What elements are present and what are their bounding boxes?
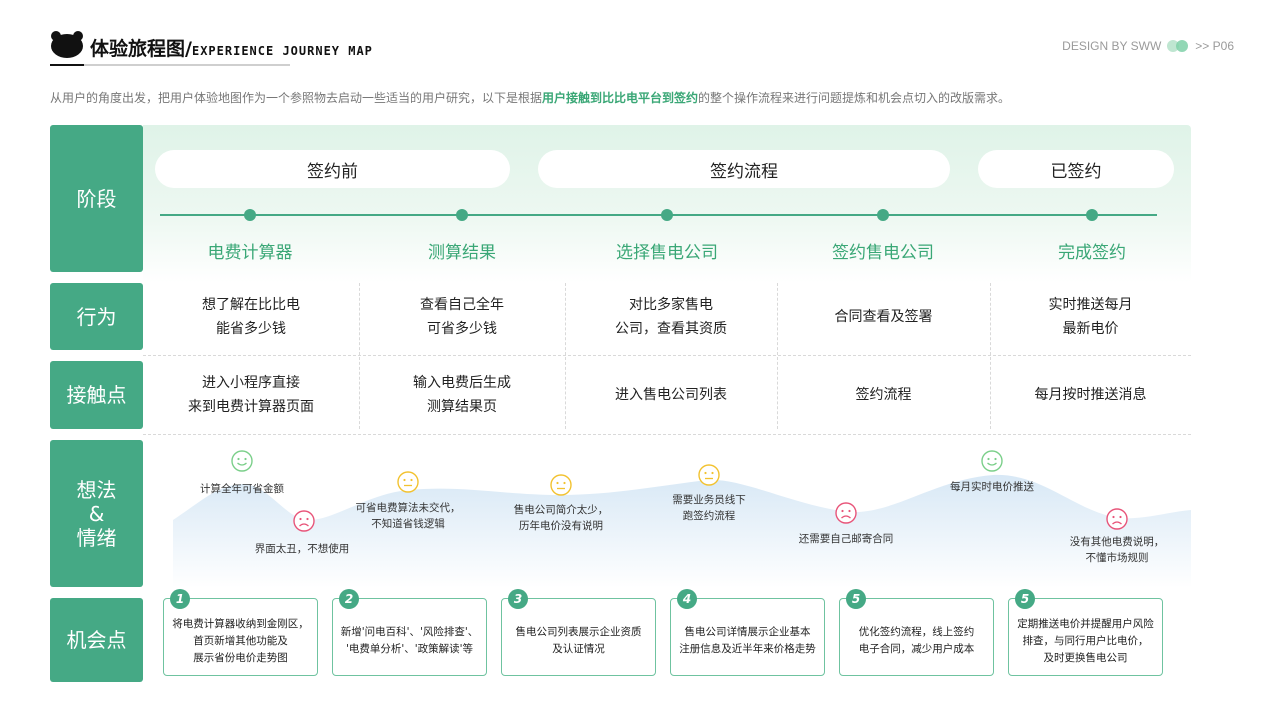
happy-face-icon: [231, 450, 253, 472]
row-label-emotion: 想法 & 情绪: [50, 440, 143, 587]
row-separator: [143, 434, 1191, 435]
title-cn: 体验旅程图: [90, 38, 186, 60]
behavior-cell: 实时推送每月最新电价: [1048, 296, 1133, 337]
brand-text: DESIGN BY SWW: [1062, 39, 1162, 53]
emotion-curve: [173, 474, 1191, 588]
behavior-cell: 对比多家售电公司，查看其资质: [615, 296, 727, 337]
sad-face-icon: [1106, 508, 1128, 530]
column-separator: [990, 283, 991, 429]
opportunity-number-badge: 2: [339, 589, 359, 609]
row-label-behavior: 行为: [50, 283, 143, 350]
opportunity-number-badge: 5: [1015, 589, 1035, 609]
timeline-dot: [456, 209, 468, 221]
page-number: >> P06: [1195, 39, 1234, 53]
stage-result: 测算结果: [428, 243, 496, 263]
intro-highlight: 用户接触到比比电平台到签约: [542, 91, 699, 105]
touchpoint-cell: 每月按时推送消息: [1034, 387, 1147, 403]
opportunity-card: 售电公司详情展示企业基本注册信息及近半年来价格走势: [670, 598, 825, 676]
bear-logo-icon: [51, 31, 83, 58]
behavior-cell: 查看自己全年可省多少钱: [420, 296, 504, 337]
touchpoint-cell: 进入售电公司列表: [615, 387, 727, 403]
opportunity-card: 将电费计算器收纳到金刚区，首页新增其他功能及展示省份电价走势图: [163, 598, 318, 676]
title-underline-accent: [50, 64, 84, 66]
opportunity-number-badge: 1: [170, 589, 190, 609]
column-separator: [359, 283, 360, 429]
row-label-opportunity: 机会点: [50, 598, 143, 682]
opportunity-card: 优化签约流程，线上签约电子合同，减少用户成本: [839, 598, 994, 676]
emotion-text: 需要业务员线下 跑签约流程: [672, 494, 746, 522]
emotion-text: 没有其他电费说明， 不懂市场规则: [1069, 536, 1165, 564]
happy-face-icon: [981, 450, 1003, 472]
touchpoint-cell: 输入电费后生成测算结果页: [413, 375, 511, 415]
timeline-dot: [877, 209, 889, 221]
sad-face-icon: [835, 502, 857, 524]
emotion-text: 可省电费算法未交代， 不知道省钱逻辑: [355, 502, 461, 530]
opportunity-number-badge: 4: [677, 589, 697, 609]
brand-mark: DESIGN BY SWW >> P06: [1062, 39, 1234, 53]
column-separator: [565, 283, 566, 429]
phase-pill-before: 签约前: [155, 150, 510, 188]
emotion-text: 界面太丑，不想使用: [254, 543, 350, 555]
opportunity-card: 定期推送电价并提醒用户风险排查，与同行用户比电价，及时更换售电公司: [1008, 598, 1163, 676]
timeline-dot: [661, 209, 673, 221]
opportunity-card: 新增'问电百科'、'风险排查'、'电费单分析'、'政策解读'等: [332, 598, 487, 676]
sad-face-icon: [293, 510, 315, 532]
timeline: [160, 214, 1157, 216]
intro-text: 从用户的角度出发，把用户体验地图作为一个参照物去启动一些适当的用户研究，以下是根…: [50, 91, 1011, 105]
row-label-stage: 阶段: [50, 125, 143, 272]
phase-pill-process: 签约流程: [538, 150, 950, 188]
opportunity-number-badge: 5: [846, 589, 866, 609]
brand-dots-icon: [1167, 40, 1189, 52]
opportunity-number-badge: 3: [508, 589, 528, 609]
neutral-face-icon: [698, 464, 720, 486]
emotion-text: 计算全年可省金额: [200, 483, 284, 495]
title-underline: [50, 64, 290, 66]
title-separator: /: [185, 38, 192, 60]
emotion-text: 还需要自己邮寄合同: [798, 533, 894, 545]
stage-sign-company: 签约售电公司: [832, 243, 934, 263]
touchpoint-cell: 进入小程序直接来到电费计算器页面: [188, 375, 314, 415]
stage-complete: 完成签约: [1058, 243, 1126, 263]
opportunity-card: 售电公司列表展示企业资质及认证情况: [501, 598, 656, 676]
timeline-dot: [1086, 209, 1098, 221]
behavior-cell: 想了解在比比电能省多少钱: [202, 296, 300, 337]
column-separator: [777, 283, 778, 429]
neutral-face-icon: [550, 474, 572, 496]
stage-choose-company: 选择售电公司: [616, 243, 718, 263]
title-en: EXPERIENCE JOURNEY MAP: [191, 44, 373, 58]
row-label-touchpoint: 接触点: [50, 361, 143, 429]
emotion-text: 每月实时电价推送: [950, 481, 1034, 493]
neutral-face-icon: [397, 471, 419, 493]
emotion-text: 售电公司简介太少， 历年电价没有说明: [513, 504, 609, 532]
phase-pill-signed: 已签约: [978, 150, 1174, 188]
page-title: 体验旅程图/EXPERIENCE JOURNEY MAP: [90, 34, 373, 61]
row-separator: [143, 355, 1191, 356]
behavior-cell: 合同查看及签署: [834, 308, 933, 325]
timeline-dot: [244, 209, 256, 221]
touchpoint-cell: 签约流程: [855, 387, 912, 403]
stage-calculator: 电费计算器: [207, 243, 293, 263]
